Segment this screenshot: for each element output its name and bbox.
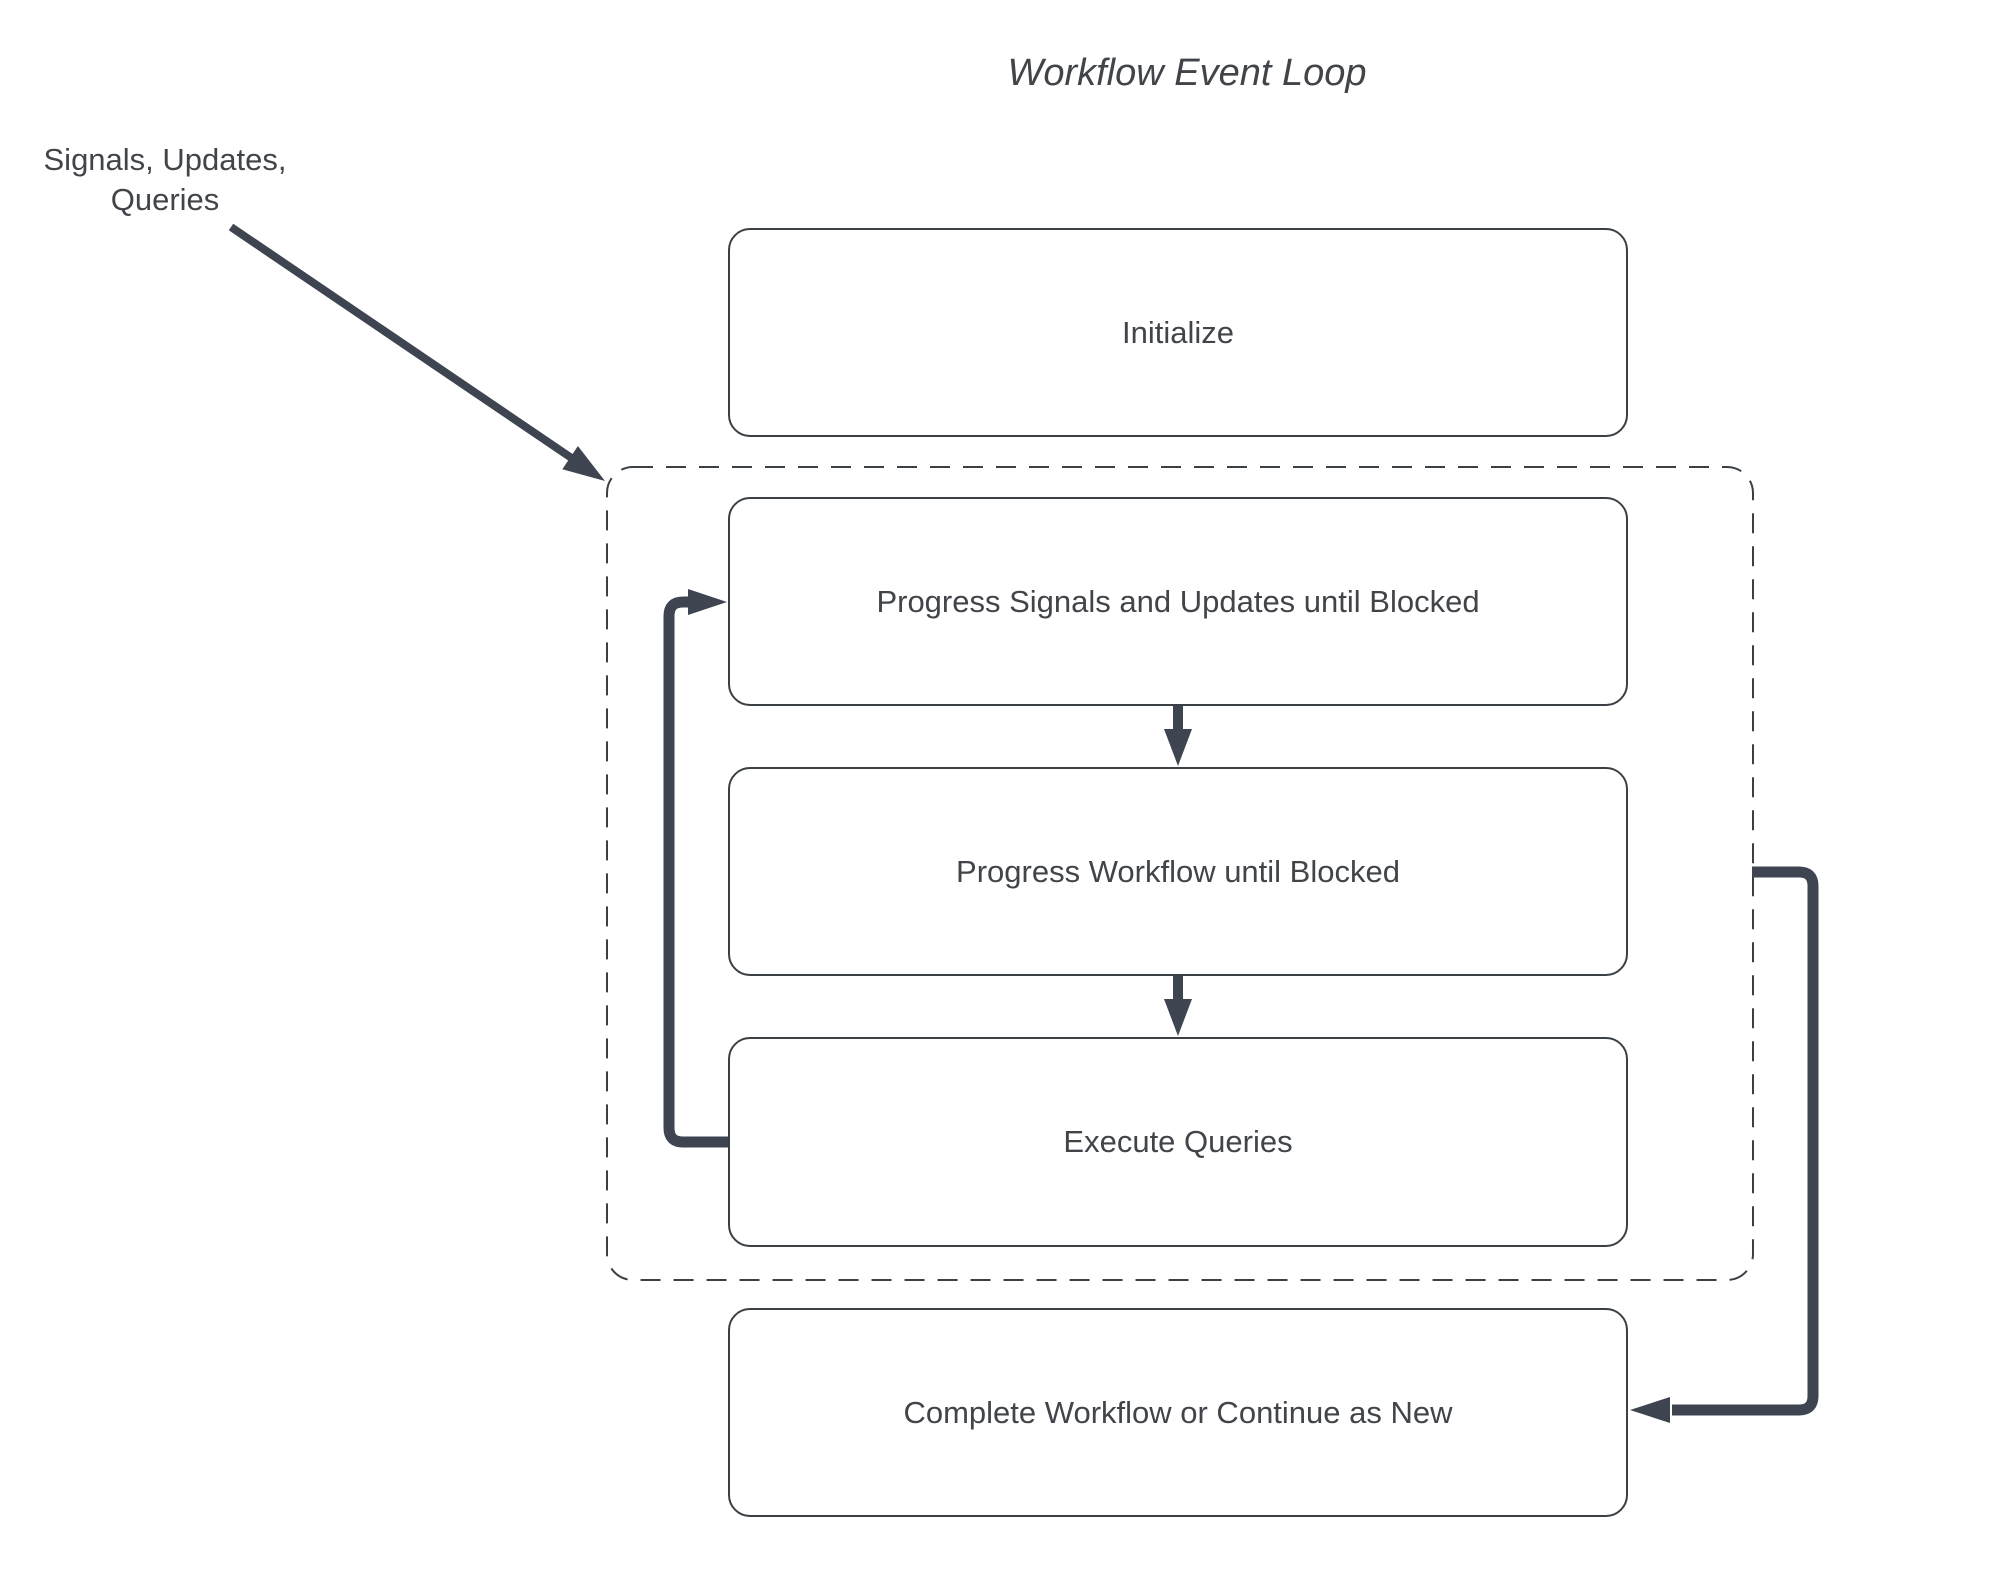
arrow-signals-to-workflow: [1164, 705, 1192, 766]
node-initialize: Initialize: [728, 228, 1628, 437]
node-label: Complete Workflow or Continue as New: [903, 1394, 1453, 1430]
node-label: Progress Signals and Updates until Block…: [876, 583, 1480, 619]
node-label: Execute Queries: [1063, 1124, 1293, 1159]
external-input-label: Signals, Updates, Queries: [43, 142, 287, 217]
diagram-title: Workflow Event Loop: [1007, 52, 1367, 94]
node-complete-or-continue: Complete Workflow or Continue as New: [728, 1308, 1628, 1517]
node-label: Progress Workflow until Blocked: [956, 853, 1400, 889]
arrow-workflow-to-queries: [1164, 975, 1192, 1036]
node-progress-signals-updates: Progress Signals and Updates until Block…: [728, 497, 1628, 706]
node-execute-queries: Execute Queries: [728, 1037, 1628, 1247]
external-input-arrow: [228, 223, 605, 481]
node-progress-workflow: Progress Workflow until Blocked: [728, 767, 1628, 976]
loopback-arrow: [663, 589, 728, 1148]
node-label: Initialize: [1122, 314, 1234, 350]
event-loop-group-border: [606, 466, 1754, 1281]
continue-arrow: [1630, 866, 1819, 1423]
